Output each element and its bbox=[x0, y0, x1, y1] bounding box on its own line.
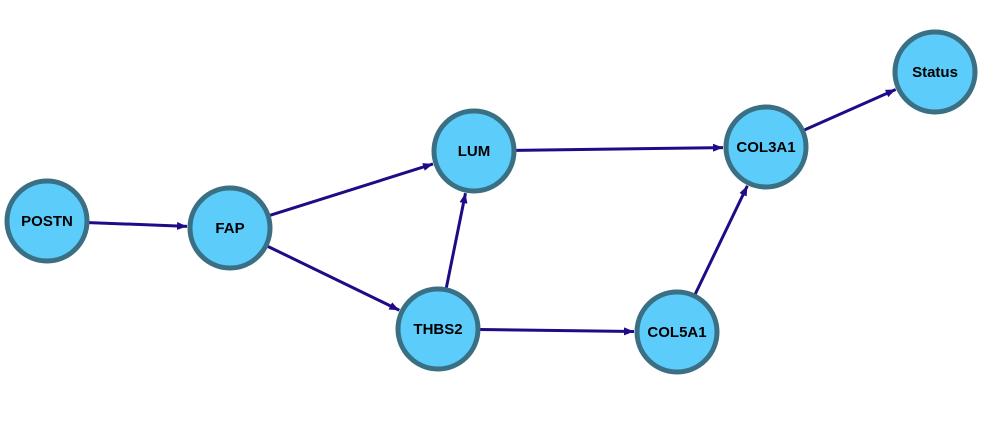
node-fap[interactable]: FAP bbox=[187, 185, 273, 271]
node-label: LUM bbox=[458, 143, 491, 160]
node-circle[interactable] bbox=[187, 185, 273, 271]
node-lum[interactable]: LUM bbox=[431, 108, 517, 194]
node-circle[interactable] bbox=[892, 29, 978, 115]
node-label: FAP bbox=[215, 220, 244, 237]
node-label: Status bbox=[912, 64, 958, 81]
nodes-layer: POSTN FAP LUM THBS2 COL5A1 COL3A1 Status bbox=[4, 29, 978, 375]
edge-fap-to-lum bbox=[269, 162, 434, 217]
node-circle[interactable] bbox=[634, 289, 720, 375]
node-status[interactable]: Status bbox=[892, 29, 978, 115]
edge-col3a1-to-status bbox=[803, 88, 897, 132]
node-circle[interactable] bbox=[4, 178, 90, 264]
node-circle[interactable] bbox=[431, 108, 517, 194]
edge-thbs2-to-lum bbox=[444, 192, 468, 289]
node-col5a1[interactable]: COL5A1 bbox=[634, 289, 720, 375]
node-label: COL3A1 bbox=[736, 139, 795, 156]
node-label: POSTN bbox=[21, 213, 73, 230]
node-label: THBS2 bbox=[413, 321, 462, 338]
edge-fap-to-thbs2 bbox=[267, 244, 400, 312]
node-postn[interactable]: POSTN bbox=[4, 178, 90, 264]
node-label: COL5A1 bbox=[647, 324, 706, 341]
edge-postn-to-fap bbox=[88, 221, 188, 230]
node-circle[interactable] bbox=[395, 286, 481, 372]
node-circle[interactable] bbox=[723, 104, 809, 190]
edges-layer bbox=[88, 88, 897, 336]
edge-col5a1-to-col3a1 bbox=[693, 185, 749, 295]
node-col3a1[interactable]: COL3A1 bbox=[723, 104, 809, 190]
node-thbs2[interactable]: THBS2 bbox=[395, 286, 481, 372]
edge-thbs2-to-col5a1 bbox=[479, 327, 635, 336]
edge-lum-to-col3a1 bbox=[515, 143, 724, 152]
